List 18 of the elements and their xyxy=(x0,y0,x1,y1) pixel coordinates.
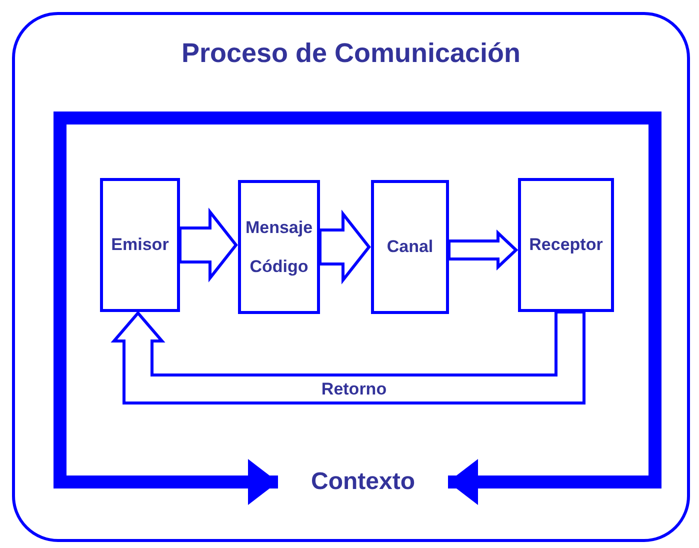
thick-arrow xyxy=(357,112,662,505)
box-label: Canal xyxy=(386,236,434,258)
process-box xyxy=(100,178,180,312)
context-label: Contexto xyxy=(311,467,415,497)
rounded-frame xyxy=(12,12,690,542)
process-box xyxy=(371,180,449,314)
block-arrow xyxy=(448,230,518,270)
block-arrow xyxy=(110,310,586,404)
box-label: Código xyxy=(250,256,308,278)
block-arrow xyxy=(318,210,371,284)
block-arrow xyxy=(178,208,238,282)
box-label: Emisor xyxy=(111,234,169,256)
box-label: Mensaje xyxy=(245,216,313,238)
frame-heading: Proceso de Comunicación xyxy=(180,37,522,70)
process-box xyxy=(238,180,320,314)
process-box xyxy=(518,178,614,312)
box-label: Receptor xyxy=(529,234,603,256)
thick-arrow xyxy=(54,112,357,505)
